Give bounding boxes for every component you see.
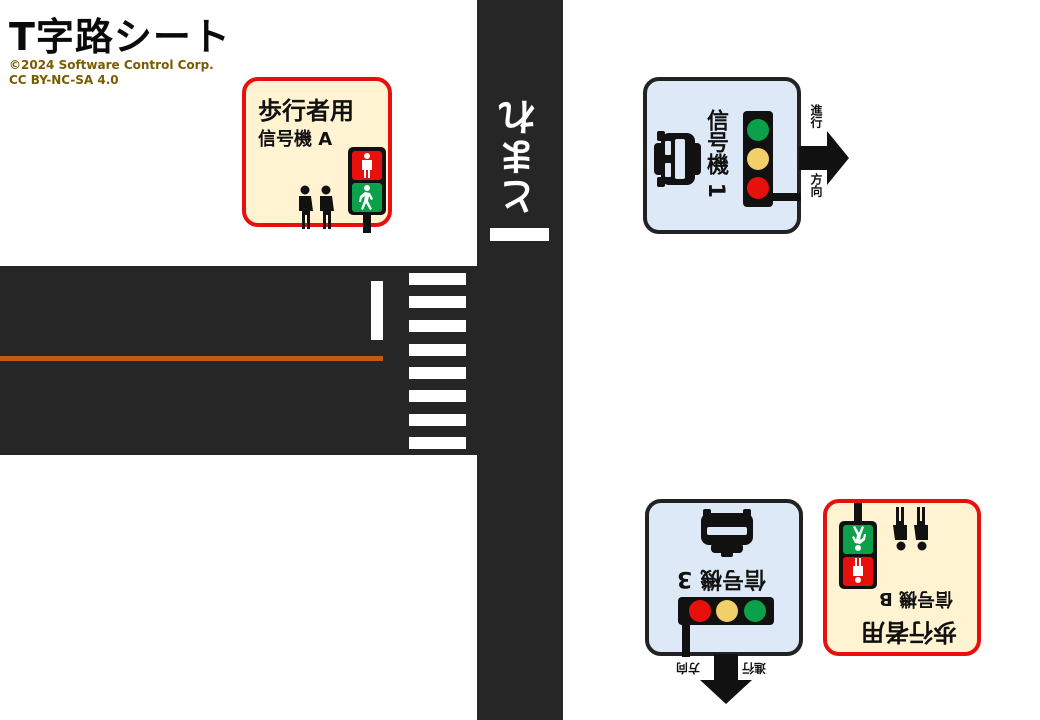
pedestrian-signal-b-card[interactable]: 信号機 B 歩行者用: [823, 499, 981, 656]
arrow-label-top: 進行: [809, 104, 823, 128]
card-subtitle: 信号機 B: [879, 588, 953, 609]
arrow-label-bottom: 方向: [809, 173, 823, 197]
arrow-icon: [700, 654, 752, 704]
card-title: 歩行者用: [861, 618, 957, 646]
crosswalk-stripe: [409, 390, 466, 402]
signal-label: 信号機 1: [703, 109, 728, 198]
arrow-label-right: 進行: [742, 661, 767, 675]
vehicle-signal-3-card[interactable]: 信号機 3: [645, 499, 803, 657]
stop-line-horizontal-road: [371, 281, 383, 340]
road-center-line: [0, 356, 383, 361]
car-icon: [701, 509, 753, 557]
crosswalk-stripe: [409, 273, 466, 285]
crosswalk-stripe: [409, 344, 466, 356]
crosswalk-stripe: [409, 414, 466, 426]
crosswalk-stripe: [409, 367, 466, 379]
vehicle-signal-head: [743, 111, 801, 207]
car-icon: [654, 131, 701, 187]
page-title: T字路シート: [9, 15, 231, 59]
vehicle-signal-1-card[interactable]: 信号機 1: [643, 77, 801, 234]
road-marking-stop: とまれ: [498, 96, 543, 216]
crosswalk-stripe: [409, 296, 466, 308]
crosswalk-stripe: [409, 320, 466, 332]
pedestrian-signal-head: [839, 503, 877, 589]
vertical-road: [477, 0, 563, 720]
pedestrians-icon: [893, 507, 928, 551]
pedestrian-signal-head: [348, 147, 386, 233]
pedestrians-icon: [299, 185, 334, 229]
arrow-label-left: 方向: [676, 661, 701, 675]
card-title: 歩行者用: [258, 97, 354, 125]
copyright-notice: ©2024 Software Control Corp. CC BY-NC-SA…: [9, 58, 214, 88]
copyright-line: ©2024 Software Control Corp.: [9, 58, 214, 72]
crosswalk-stripe: [409, 437, 466, 449]
arrow-icon: [799, 131, 849, 185]
stop-line-vertical-road: [490, 228, 549, 241]
vehicle-signal-head: [678, 597, 774, 657]
license-line: CC BY-NC-SA 4.0: [9, 73, 119, 87]
card-subtitle: 信号機 A: [258, 129, 333, 150]
pedestrian-signal-a-card[interactable]: 歩行者用 信号機 A: [242, 77, 392, 233]
